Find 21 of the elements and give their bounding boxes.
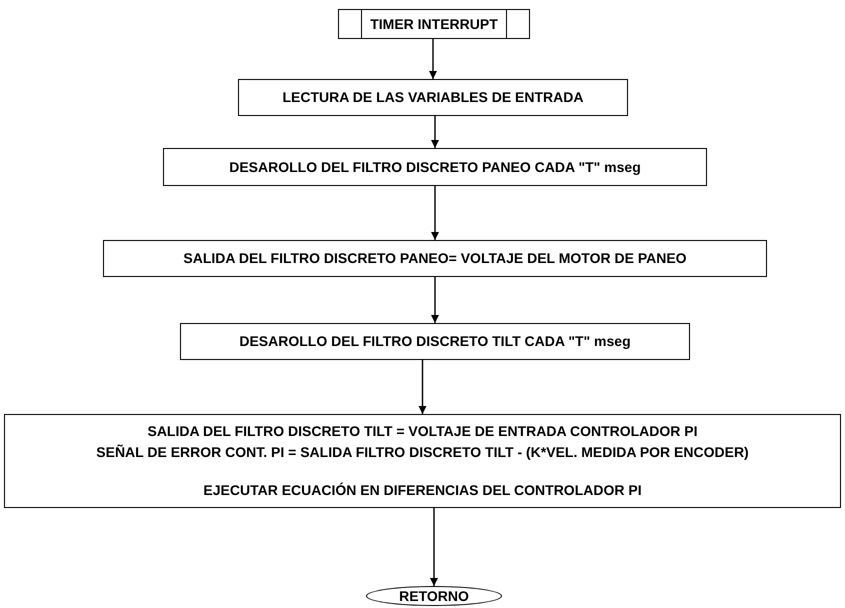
process-box bbox=[103, 240, 767, 277]
box-text: RETORNO bbox=[399, 586, 469, 606]
box-text: SALIDA DEL FILTRO DISCRETO TILT = VOLTAJE DE ENTRADA CONTROLADOR PI bbox=[147, 422, 698, 441]
process-box bbox=[4, 414, 841, 508]
box-text: TIMER INTERRUPT bbox=[370, 14, 498, 34]
box-text: EJECUTAR ECUACIÓN EN DIFERENCIAS DEL CONTROLADOR PI bbox=[203, 481, 642, 500]
arrow bbox=[429, 39, 437, 79]
process-box bbox=[163, 148, 707, 186]
subroutine-box bbox=[338, 9, 530, 39]
box-text: SEÑAL DE ERROR CONT. PI = SALIDA FILTRO DISCRETO TILT - (K*VEL. MEDIDA POR ENCODER) bbox=[96, 443, 749, 462]
box-text: SALIDA DEL FILTRO DISCRETO PANEO= VOLTAJE DEL MOTOR DE PANEO bbox=[183, 249, 687, 268]
arrow bbox=[431, 116, 439, 148]
arrow bbox=[431, 277, 439, 323]
arrow bbox=[430, 508, 438, 586]
arrow bbox=[418, 360, 426, 414]
process-box bbox=[180, 323, 690, 360]
box-text: DESAROLLO DEL FILTRO DISCRETO PANEO CADA "T" mseg bbox=[229, 158, 641, 176]
box-text: LECTURA DE LAS VARIABLES DE ENTRADA bbox=[282, 88, 584, 107]
box-text: DESAROLLO DEL FILTRO DISCRETO TILT CADA "T" mseg bbox=[239, 332, 631, 351]
arrow bbox=[431, 186, 439, 240]
process-box bbox=[238, 79, 628, 116]
